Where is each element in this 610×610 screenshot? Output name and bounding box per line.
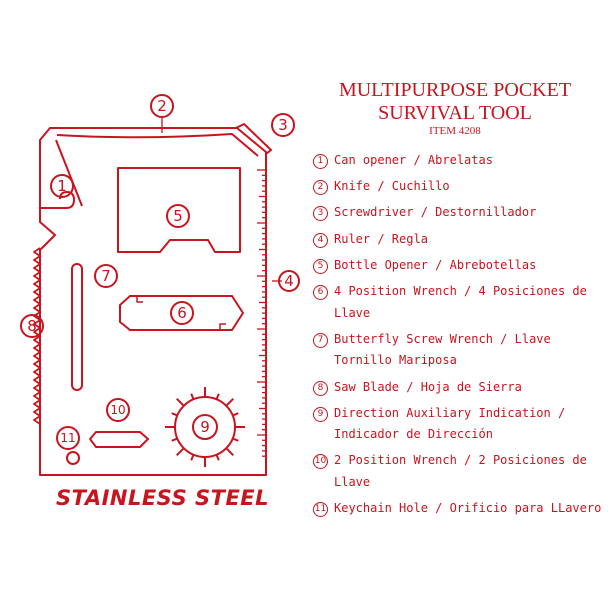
screwdriver-tip <box>235 123 272 155</box>
legend-number: 1 <box>313 154 328 169</box>
legend-number: 2 <box>313 180 328 196</box>
legend-text: Can opener / Abrelatas <box>334 153 493 167</box>
wheel-spoke <box>215 393 220 400</box>
wheel-spoke <box>232 437 239 442</box>
survival-card-diagram: 1 2 3 4 5 6 7 8 <box>20 94 300 476</box>
card-outline <box>39 127 267 476</box>
legend-text: Butterfly Screw Wrench / Llave Tornillo … <box>334 331 551 368</box>
legend-number: 6 <box>313 284 328 300</box>
callout-4: 4 <box>278 270 300 292</box>
wheel-spoke <box>225 447 235 457</box>
legend-text: Keychain Hole / Orificio para LLavero <box>334 501 602 516</box>
knife-blade-bevel <box>56 133 259 157</box>
callout-7: 7 <box>94 264 118 288</box>
callout-2-label: 2 <box>157 97 167 115</box>
callout-5-label: 5 <box>173 207 183 225</box>
butterfly-wrench-slot <box>71 263 83 391</box>
callout-3-label: 3 <box>278 116 288 134</box>
legend-number: 9 <box>313 406 328 422</box>
legend-item: 6 4 Position Wrench / 4 Posiciones de Lla… <box>313 281 605 324</box>
legend-number: 11 <box>313 502 328 518</box>
callout-8: 8 <box>20 314 44 338</box>
legend-number: 7 <box>313 332 328 348</box>
callout-1: 1 <box>50 174 74 198</box>
legend-item: 9 Direction Auxiliary Indication / Indica… <box>313 403 605 446</box>
legend-item: 4 Ruler / Regla <box>313 229 605 251</box>
callout-2: 2 <box>150 94 174 118</box>
legend-text: Ruler / Regla <box>334 231 428 246</box>
keychain-hole <box>66 451 80 465</box>
callout-7-label: 7 <box>101 267 111 285</box>
item-number: ITEM 4208 <box>429 125 481 137</box>
wheel-spoke <box>190 454 195 461</box>
legend-item: 8 Saw Blade / Hoja de Sierra <box>313 377 605 399</box>
callout-9: 9 <box>192 414 218 440</box>
legend-text: 4 Position Wrench / 4 Posiciones de Llav… <box>334 283 587 320</box>
callout-11: 11 <box>56 426 80 450</box>
callout-11-label: 11 <box>60 431 75 445</box>
saw-blade-teeth <box>33 247 41 425</box>
wheel-spoke <box>175 397 185 407</box>
title-line-1: MULTIPURPOSE POCKET <box>338 79 572 101</box>
legend-item: 3 Screwdriver / Destornillador <box>313 202 605 224</box>
wheel-spoke <box>171 437 178 442</box>
direction-wheel-spokes <box>165 387 245 467</box>
wheel-spoke <box>225 397 235 407</box>
legend-text: Saw Blade / Hoja de Sierra <box>334 379 522 394</box>
bottle-opener-window <box>117 167 241 253</box>
legend-text: Screwdriver / Destornillador <box>334 205 537 220</box>
knife-edge-line <box>55 139 83 207</box>
can-opener-hook <box>40 191 75 209</box>
four-position-wrench-steps <box>136 296 226 330</box>
legend-item: 11 Keychain Hole / Orificio para LLavero <box>313 498 605 520</box>
legend-text: Direction Auxiliary Indication / Indicad… <box>334 405 566 442</box>
callout-10: 10 <box>106 398 130 422</box>
callout-5: 5 <box>166 204 190 228</box>
ruler-ticks <box>257 169 266 457</box>
callout-9-label: 9 <box>200 418 210 436</box>
callout-10-label: 10 <box>110 403 125 417</box>
legend-number: 8 <box>313 380 328 396</box>
legend-text: Bottle Opener / Abrebotellas <box>334 257 537 272</box>
callout-1-label: 1 <box>57 177 67 195</box>
wheel-spoke <box>175 447 185 457</box>
legend-number: 3 <box>313 206 328 222</box>
two-position-wrench-slot <box>89 431 149 448</box>
legend-list: 1 Can opener / Abrelatas 2 Knife / Cuchillo… <box>313 150 605 524</box>
legend-item: 10 2 Position Wrench / 2 Posiciones de Ll… <box>313 450 605 493</box>
wheel-spoke <box>190 393 195 400</box>
wheel-spoke <box>232 412 239 417</box>
callout-6-label: 6 <box>177 304 187 322</box>
wheel-spoke <box>215 454 220 461</box>
stainless-steel-stamp: STAINLESS STEEL <box>56 486 270 510</box>
legend-item: 1 Can opener / Abrelatas <box>313 150 605 172</box>
legend-number: 5 <box>313 258 328 274</box>
wheel-spoke <box>171 412 178 417</box>
callout-4-label: 4 <box>284 272 294 290</box>
callout-3: 3 <box>271 113 295 137</box>
legend-number: 4 <box>313 232 328 248</box>
legend-number: 10 <box>313 454 328 470</box>
legend-text: 2 Position Wrench / 2 Posiciones de Llav… <box>334 453 587 490</box>
title-line-2: SURVIVAL TOOL <box>378 102 532 124</box>
legend-item: 7 Butterfly Screw Wrench / Llave Tornillo… <box>313 329 605 372</box>
legend-item: 5 Bottle Opener / Abrebotellas <box>313 255 605 277</box>
callout-6: 6 <box>170 301 194 325</box>
legend-item: 2 Knife / Cuchillo <box>313 176 605 198</box>
legend-text: Knife / Cuchillo <box>334 179 450 194</box>
callout-8-label: 8 <box>27 317 37 335</box>
four-position-wrench-slot <box>119 295 244 331</box>
